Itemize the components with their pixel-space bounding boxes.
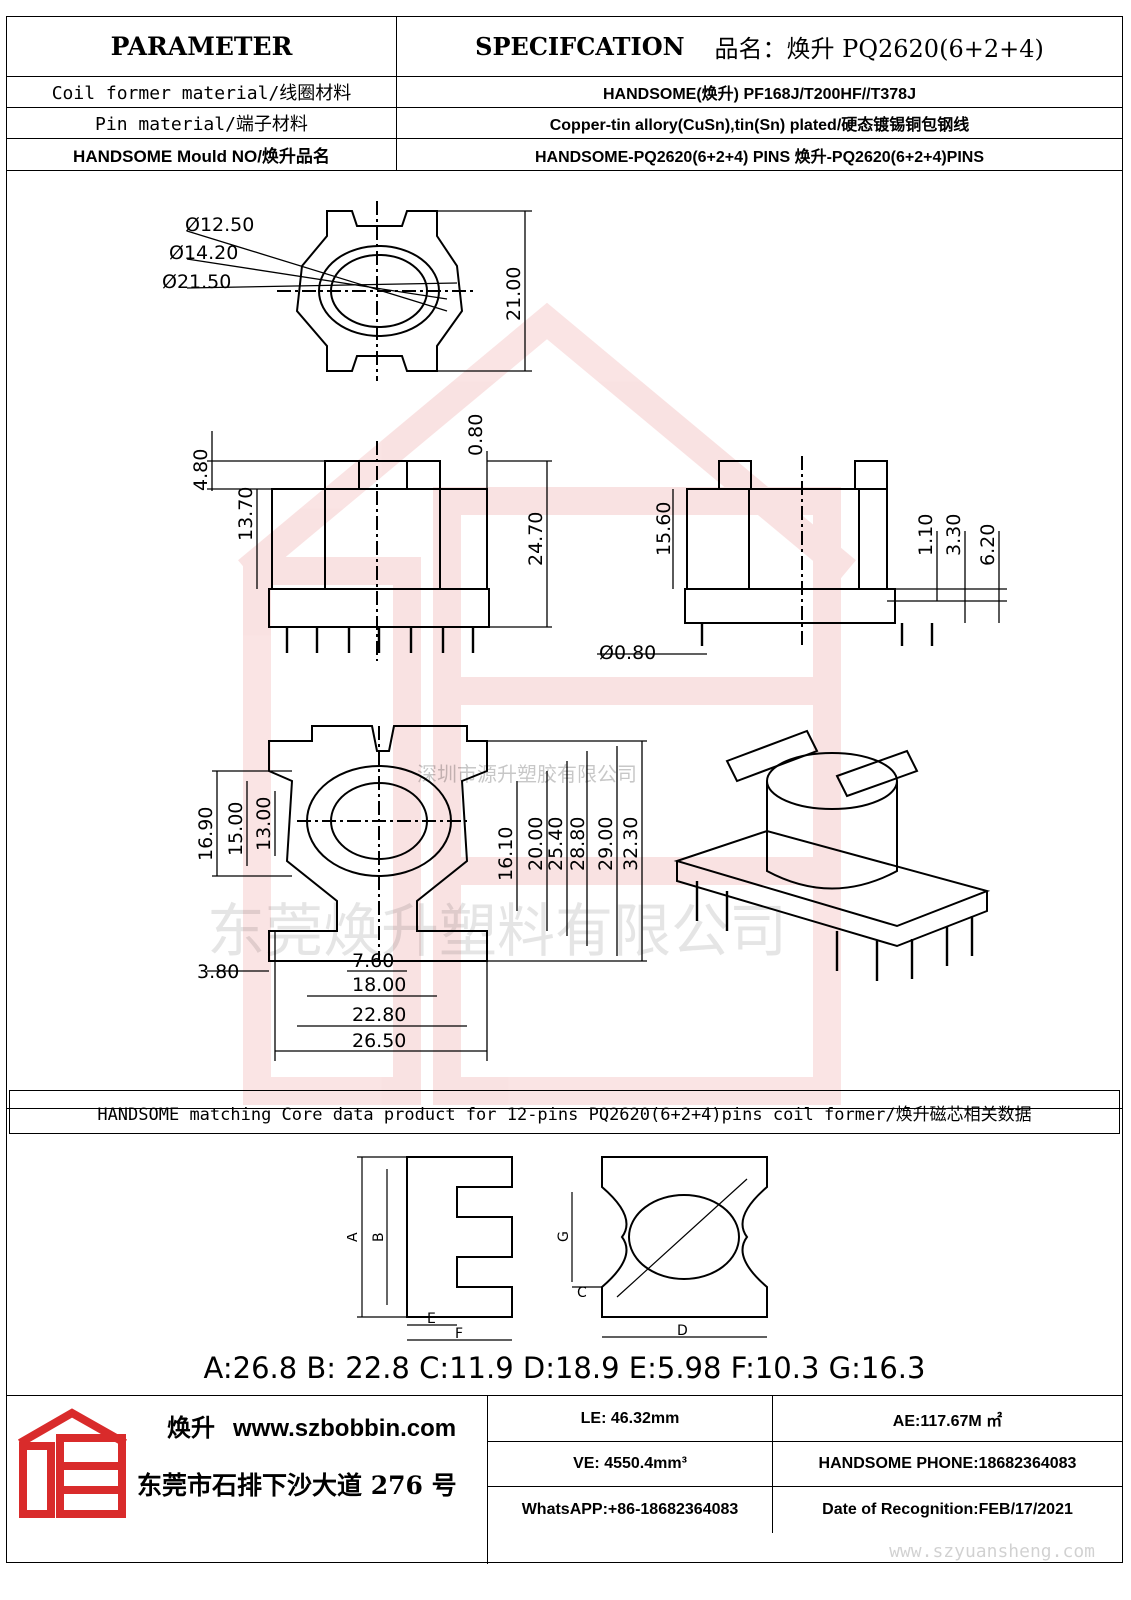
dim-v: 32.30 [620, 817, 642, 871]
dim-a: Ø12.50 [185, 214, 254, 236]
parameter-heading: PARAMETER [7, 17, 397, 76]
core-drawing: A B G C D E F [347, 1156, 768, 1342]
technical-drawing: Ø12.50 Ø14.20 Ø21.50 21.00 4.80 13.70 0.… [7, 171, 1122, 1109]
dim-h2: 15.00 [225, 802, 247, 856]
dim-s: 26.50 [352, 1030, 406, 1052]
website-link[interactable]: www.szbobbin.com [233, 1415, 457, 1442]
dim-t: 16.10 [495, 827, 517, 881]
isometric-view [673, 729, 991, 981]
core-label-e: E [427, 1311, 436, 1327]
dimension-labels: Ø12.50 Ø14.20 Ø21.50 21.00 4.80 13.70 0.… [162, 214, 999, 1052]
dim-h1: 16.90 [195, 807, 217, 861]
dim-h3: 13.00 [253, 797, 275, 851]
mould-no-value: HANDSOME-PQ2620(6+2+4) PINS 焕升-PQ2620(6+… [534, 148, 985, 166]
dim-j: 3.30 [943, 514, 965, 556]
top-view [186, 201, 532, 381]
coil-material-label: Coil former material/线圈材料 [7, 77, 397, 107]
watermark-company-large: 东莞焕升塑料有限公司 [207, 897, 787, 965]
dim-n: 25.40 [545, 817, 567, 871]
footer: 焕升 www.szbobbin.com 东莞市石排下沙大道 276 号 LE: 4… [7, 1395, 1122, 1564]
brand-line: 焕升 www.szbobbin.com [167, 1408, 456, 1443]
row-mould-no: HANDSOME Mould NO/焕升品名 HANDSOME-PQ2620(6… [7, 139, 1122, 171]
dim-d-top: 21.00 [503, 267, 525, 321]
date-cell: Date of Recognition:FEB/17/2021 [822, 1501, 1073, 1518]
whatsapp-cell: WhatsAPP:+86-18682364083 [488, 1487, 773, 1533]
row-pin-material: Pin material/端子材料 Copper-tin allory(CuSn… [7, 108, 1122, 139]
dim-r: 22.80 [352, 1004, 406, 1026]
core-label-c: C [577, 1285, 587, 1301]
dim-l: Ø0.80 [599, 642, 656, 664]
watermark-company-small: 深圳市源升塑胶有限公司 [417, 762, 637, 786]
dim-v2: 18.00 [352, 974, 406, 996]
dim-e: 13.70 [235, 487, 257, 541]
core-label-a: A [347, 1232, 361, 1242]
pin-material-label: Pin material/端子材料 [7, 108, 397, 138]
dim-c: Ø21.50 [162, 271, 231, 293]
core-label-g: G [556, 1231, 572, 1242]
dim-m: 20.00 [525, 817, 547, 871]
ve-cell: VE: 4550.4mm³ [488, 1442, 773, 1487]
spec-sheet: PARAMETER SPECIFCATION 品名：焕升 PQ2620(6+2+… [6, 16, 1123, 1564]
phone-cell: HANDSOME PHONE:18682364083 [773, 1442, 1122, 1487]
dim-u: 29.00 [595, 817, 617, 871]
dim-f: 0.80 [465, 414, 487, 456]
watermark-logo [238, 302, 856, 1105]
core-values: A:26.8 B: 22.8 C:11.9 D:18.9 E:5.98 F:10… [203, 1351, 926, 1385]
dim-g: 24.70 [525, 512, 547, 566]
specification-label: SPECIFCATION [475, 32, 685, 61]
core-label-f: F [455, 1326, 463, 1342]
dim-h: 15.60 [653, 502, 675, 556]
dim-b: Ø14.20 [169, 242, 238, 264]
dim-k: 6.20 [977, 524, 999, 566]
dim-p: 3.80 [197, 961, 239, 983]
mould-no-label: HANDSOME Mould NO/焕升品名 [7, 139, 397, 170]
core-data-header: HANDSOME matching Core data product for … [9, 1090, 1120, 1134]
brand-name: 焕升 [167, 1413, 215, 1442]
drawing-svg: Ø12.50 Ø14.20 Ø21.50 21.00 4.80 13.70 0.… [162, 201, 1007, 1105]
core-label-d: D [677, 1323, 688, 1339]
core-label-b: B [371, 1232, 387, 1242]
pin-material-value: Copper-tin allory(CuSn),tin(Sn) plated/硬… [549, 117, 970, 134]
header-row: PARAMETER SPECIFCATION 品名：焕升 PQ2620(6+2+… [7, 17, 1122, 77]
dim-q: 7.60 [352, 950, 394, 972]
side-view [597, 456, 1007, 655]
dim-o: 28.80 [567, 817, 589, 871]
brand-block: 焕升 www.szbobbin.com 东莞市石排下沙大道 276 号 [7, 1396, 488, 1564]
bottom-view [207, 725, 647, 1061]
dim-d-side: 4.80 [190, 449, 212, 491]
coil-material-value: HANDSOME(焕升) PF168J/T200HF//T378J [603, 86, 916, 103]
le-cell: LE: 46.32mm [488, 1396, 773, 1442]
row-coil-material: Coil former material/线圈材料 HANDSOME(焕升) P… [7, 77, 1122, 108]
ae-cell: AE:117.67M ㎡ [773, 1396, 1122, 1442]
front-view [207, 431, 552, 661]
product-name: 品名：焕升 PQ2620(6+2+4) [714, 35, 1044, 63]
spec-heading: SPECIFCATION 品名：焕升 PQ2620(6+2+4) [397, 17, 1122, 76]
logo-icon [18, 1408, 127, 1518]
address: 东莞市石排下沙大道 276 号 [137, 1471, 457, 1500]
dim-i: 1.10 [915, 514, 937, 556]
